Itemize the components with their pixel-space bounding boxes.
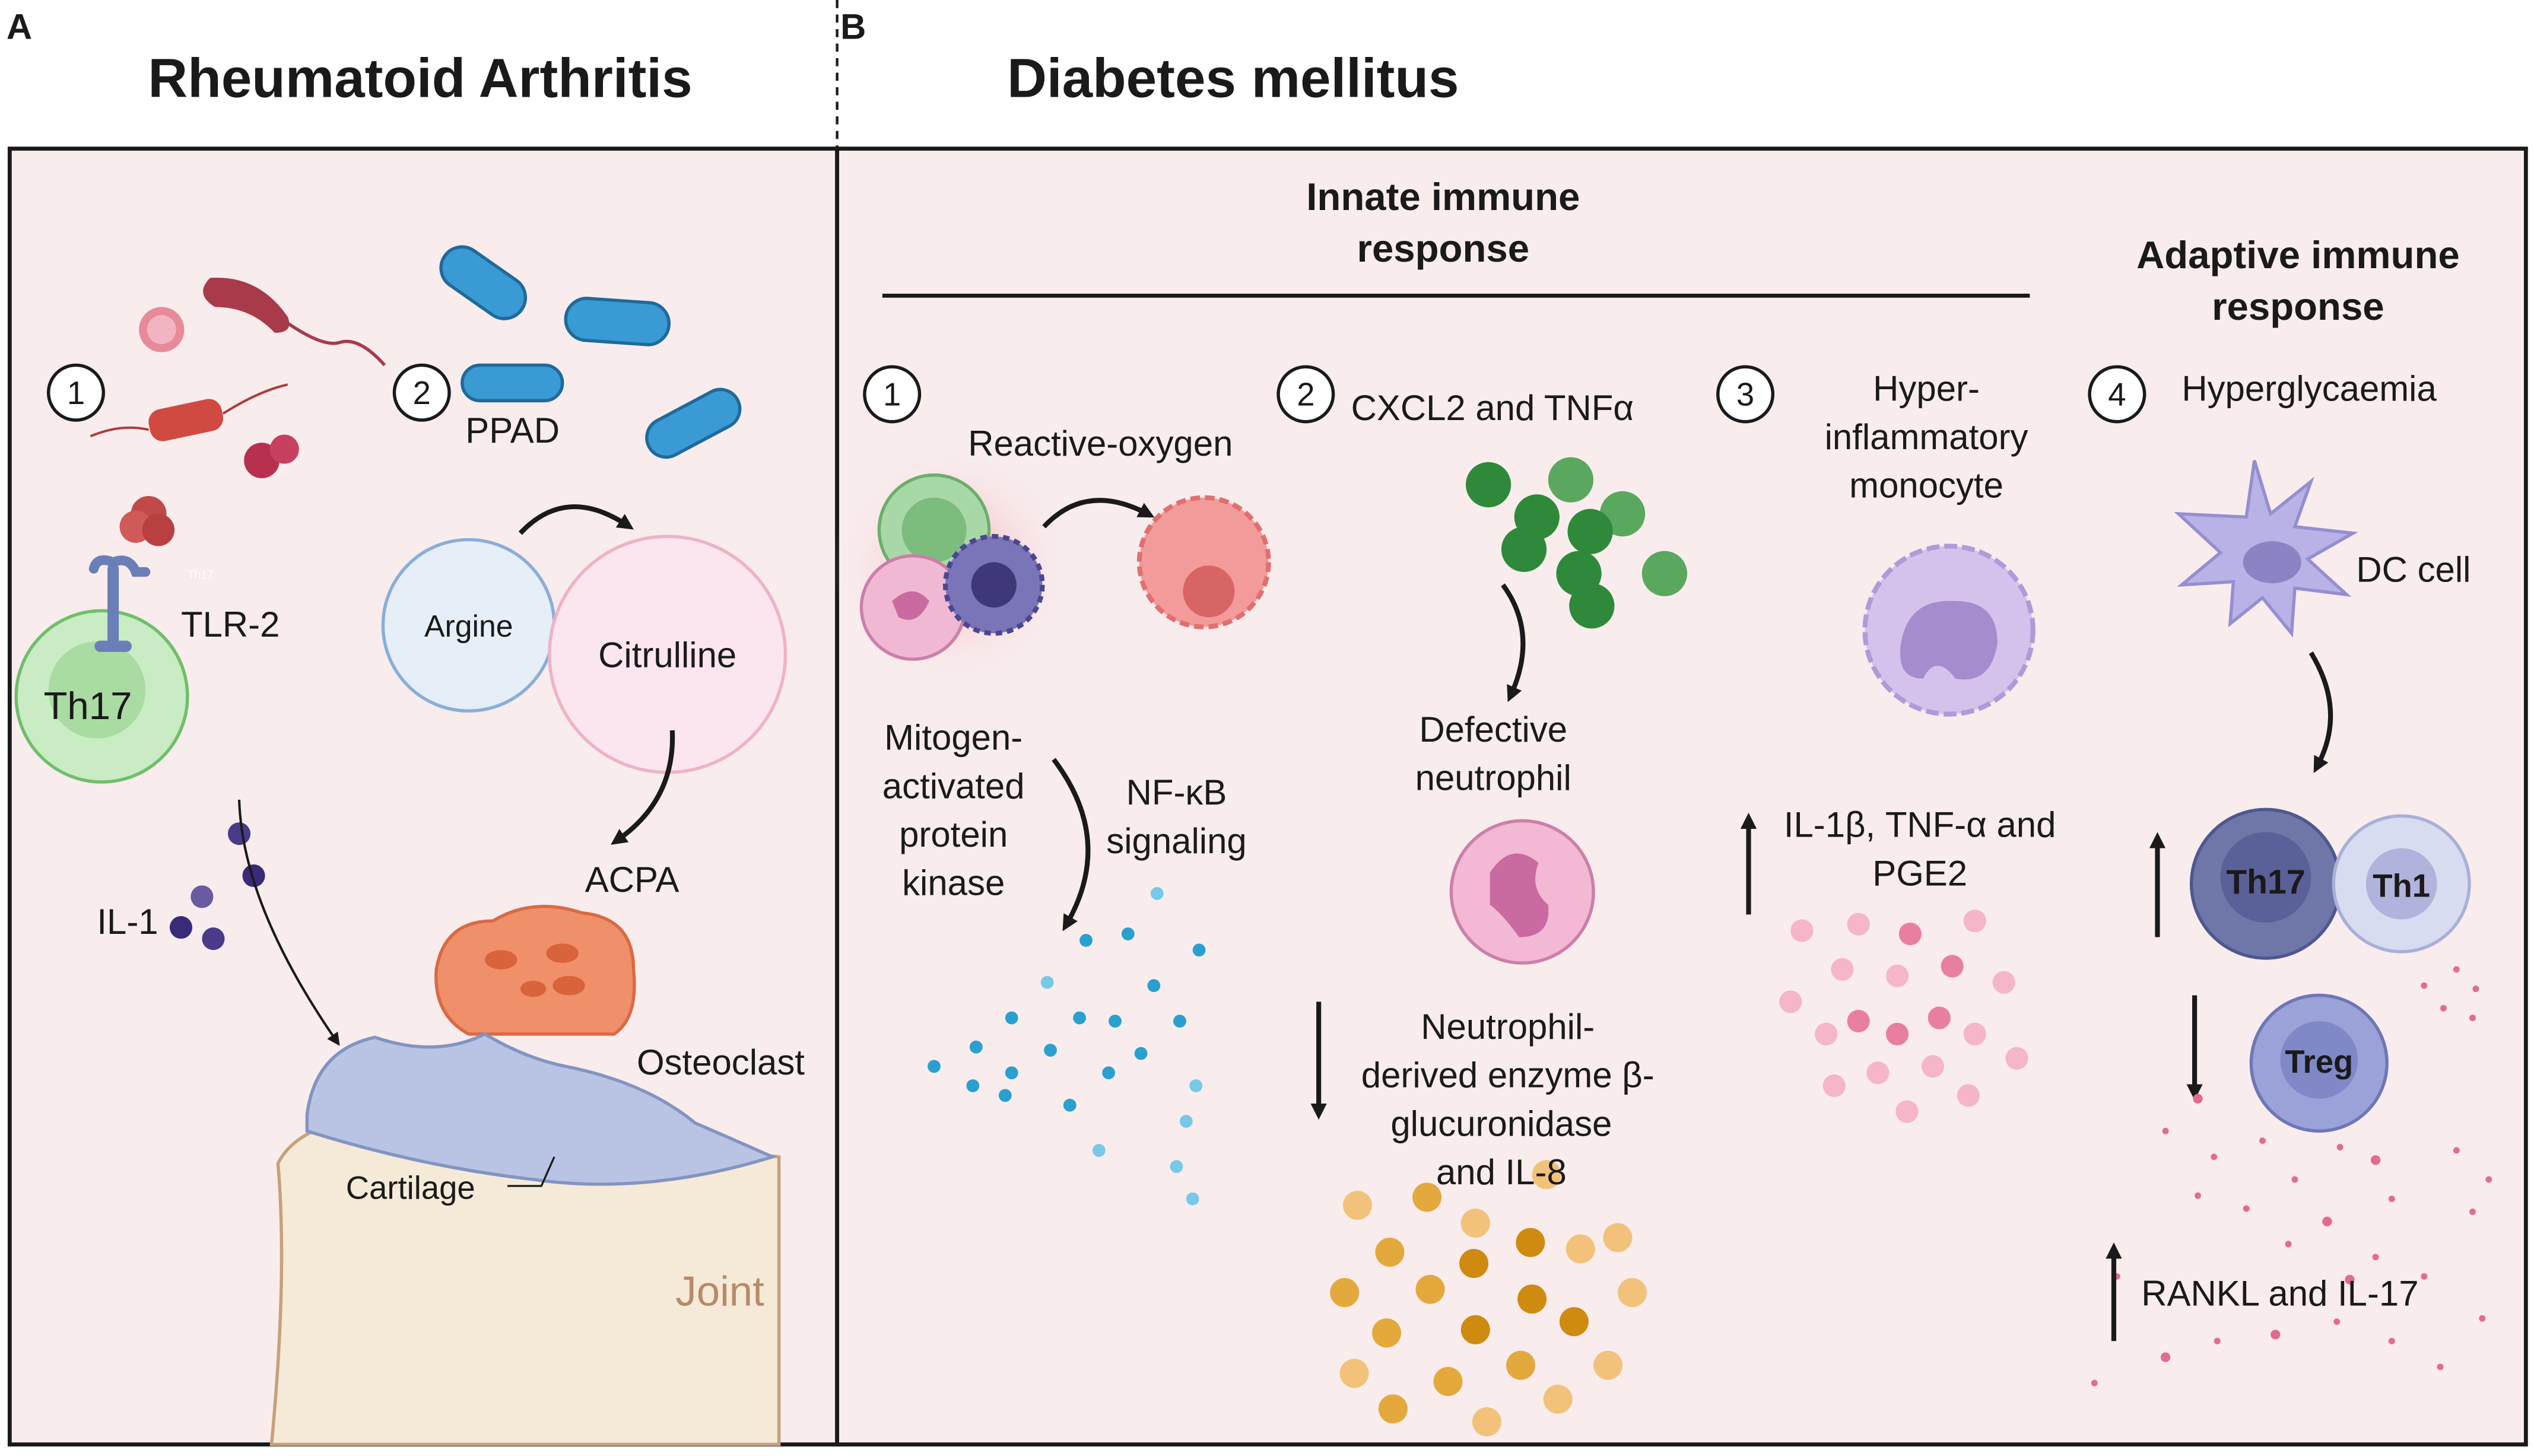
adaptive-heading-line1: Adaptive immune [2136, 233, 2460, 276]
cartilage-label: Cartilage [346, 1170, 475, 1206]
argine-label: Argine [424, 609, 513, 643]
defective-line1: Defective [1419, 710, 1567, 749]
immune-cells-cluster-icon [859, 473, 1045, 661]
b-step-2-number: 2 [1297, 377, 1314, 413]
b-step-4-marker [2088, 365, 2146, 424]
innate-heading-line1: Innate immune [1306, 175, 1580, 218]
mapk-line3: protein [899, 815, 1008, 854]
treg-nucleus [2280, 1021, 2358, 1099]
osteoclast-label: Osteoclast [637, 1042, 805, 1082]
damaged-cell-icon [1136, 495, 1271, 630]
dc-to-th-arrow [2308, 651, 2333, 773]
joint-label: Joint [675, 1268, 764, 1315]
cxcl2-label: CXCL2 and TNFα [1351, 388, 1634, 428]
b-step-2-marker [1276, 365, 1335, 424]
il1-molecules-icon [169, 822, 265, 950]
b-step-4-number: 4 [2108, 377, 2126, 413]
panel-b-box [835, 147, 2528, 1447]
reactive-oxygen-label: Reactive-oxygen [968, 424, 1233, 463]
step-1-number: 1 [67, 375, 85, 411]
cytokine-dots-pink [1779, 910, 2028, 1123]
pathogens-cluster-icon [90, 278, 386, 546]
cartilage-pointer [507, 1156, 555, 1187]
citrulline-acpa-arrow [611, 730, 675, 845]
cxcl2-arrow [1501, 583, 1526, 702]
rankl-label: RANKL and IL-17 [2141, 1273, 2418, 1313]
neutrophil-icon [1449, 819, 1595, 965]
b-step-1-number: 1 [883, 377, 901, 413]
enzyme-line4: and IL-8 [1436, 1152, 1567, 1192]
il1-label: IL-1 [97, 902, 158, 942]
il8-molecules-icon [1330, 1160, 1647, 1436]
th17-cell-label: Th17 [44, 684, 132, 727]
th1-label: Th1 [2373, 867, 2430, 904]
enzyme-line3: glucuronidase [1390, 1104, 1612, 1143]
hyper-line2: inflammatory [1825, 417, 2028, 457]
dc-cell-label: DC cell [2356, 549, 2471, 589]
panel-b-title: Diabetes mellitus [1007, 47, 1459, 109]
enzyme-line2: derived enzyme β- [1361, 1056, 1655, 1095]
treg-label: Treg [2285, 1044, 2353, 1080]
rankl-particles [2091, 966, 2492, 1387]
th17-tiny-label: Th17 [188, 569, 213, 581]
argine-citrulline-arrow [518, 504, 634, 535]
hyper-line1: Hyper- [1873, 368, 1980, 408]
step-1-marker [46, 363, 106, 422]
panel-b-letter: B [840, 7, 866, 46]
nfkb-line1: NF-κB [1126, 772, 1227, 812]
cytokines-line1: IL-1β, TNF-α and [1784, 805, 2056, 845]
defective-line2: neutrophil [1415, 758, 1571, 798]
acpa-label: ACPA [585, 860, 679, 899]
ppad-label: PPAD [465, 411, 560, 450]
b-step-3-number: 3 [1736, 377, 1754, 413]
innate-heading-line2: response [1357, 227, 1530, 270]
mapk-line1: Mitogen- [884, 718, 1023, 758]
th17-cell-icon [14, 609, 189, 784]
enzyme-line1: Neutrophil- [1421, 1007, 1595, 1047]
osteoclast-icon [434, 905, 636, 1036]
step-2-marker [392, 363, 451, 422]
cytokines-line2: PGE2 [1872, 853, 1967, 893]
panel-a-letter: A [7, 7, 32, 46]
il1-cartilage-arrow [237, 799, 340, 1046]
signaling-arrow [1052, 758, 1091, 932]
adaptive-heading-line2: response [2212, 285, 2384, 328]
citrulline-label: Citrulline [598, 635, 736, 675]
panel-a-title: Rheumatoid Arthritis [148, 47, 692, 109]
nfkb-line2: signaling [1106, 821, 1246, 861]
mapk-line2: activated [882, 766, 1025, 806]
hyper-line3: monocyte [1849, 466, 2003, 506]
tlr2-receptor-icon [88, 555, 151, 652]
b-step-1-marker [863, 365, 922, 424]
hyperglycaemia-label: Hyperglycaemia [2181, 368, 2437, 408]
step-2-number: 2 [413, 375, 431, 411]
th17-b-label: Th17 [2226, 863, 2305, 901]
tlr2-label: TLR-2 [181, 605, 280, 644]
cytokine-dots-blue [928, 887, 1206, 1206]
th17-b-nucleus [2220, 832, 2311, 923]
ros-arrow [1042, 498, 1155, 529]
b-step-3-marker [1716, 365, 1775, 424]
dendritic-cell-icon [2174, 460, 2358, 638]
cartilage-shape [305, 1032, 777, 1186]
monocyte-icon [1862, 543, 2036, 717]
th1-nucleus [2365, 848, 2437, 920]
cxcl2-molecules-icon [1465, 457, 1688, 629]
mapk-line4: kinase [902, 863, 1005, 903]
porphyromonas-bacteria-icon [439, 245, 742, 459]
